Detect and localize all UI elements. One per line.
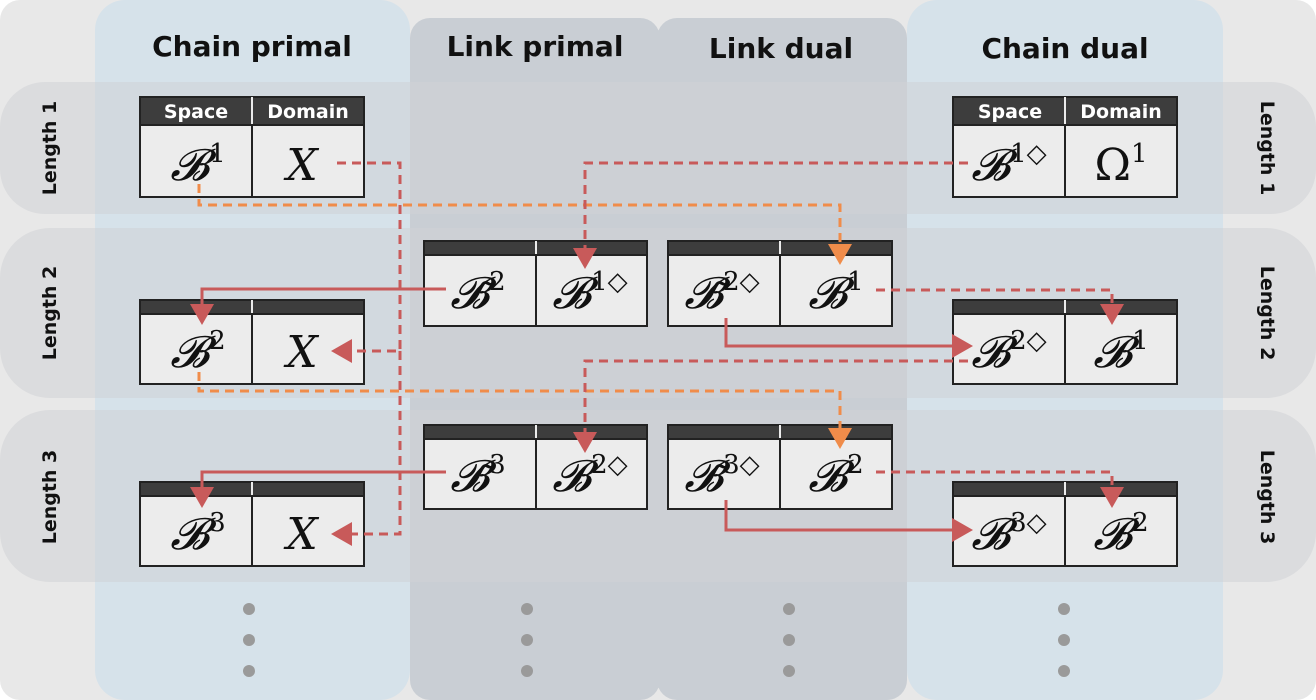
arrow-link-primal-to-b3 — [190, 470, 446, 508]
arrow-x-to-x-length-3 — [331, 351, 402, 546]
table-chain-primal-length-3: 𝓑3 X — [139, 481, 365, 567]
row-label-left-length-2: Length 2 — [39, 266, 61, 361]
header-domain: Domain — [267, 101, 348, 123]
cell-cp1-domain: X — [283, 140, 319, 191]
dot — [243, 634, 255, 646]
header-space: Space — [164, 101, 228, 123]
table-link-primal-length-3: 𝓑̃3 𝓑2◇ — [423, 424, 648, 510]
column-title-link-dual: Link dual — [709, 32, 853, 65]
table-link-primal-length-2: 𝓑̃2 𝓑1◇ — [423, 240, 648, 327]
dot — [521, 603, 533, 615]
continuation-dots — [243, 603, 1070, 677]
dot — [243, 665, 255, 677]
row-label-left-length-3: Length 3 — [39, 450, 61, 545]
dot — [783, 665, 795, 677]
table-link-dual-length-2: 𝓑̃2◇ 𝓑1 — [667, 240, 893, 327]
table-chain-dual-length-3: 𝓑3◇ 𝓑2 — [952, 481, 1178, 567]
cell-cd1-domain: Ω1 — [1094, 139, 1147, 191]
table-chain-primal-length-2: 𝓑2 X — [139, 299, 365, 385]
arrow-b2dual-to-link-primal-length-3 — [573, 359, 968, 453]
dot — [783, 634, 795, 646]
dot — [521, 665, 533, 677]
cell-cd2-space: 𝓑2◇ — [971, 326, 1046, 378]
header-domain: Domain — [1080, 101, 1161, 123]
arrow-b1-to-link-dual-length-2 — [197, 184, 852, 265]
dot — [783, 603, 795, 615]
arrow-link-dual-to-chain-dual-domain-length-3 — [876, 470, 1124, 508]
column-title-chain-primal: Chain primal — [152, 30, 352, 63]
cell-cp3-domain: X — [283, 509, 319, 560]
arrows — [190, 161, 1124, 546]
table-link-dual-length-3: 𝓑̃3◇ 𝓑2 — [667, 424, 893, 510]
dot — [1058, 665, 1070, 677]
arrow-link-dual-to-chain-dual-domain-length-2 — [876, 288, 1124, 325]
row-label-left-length-1: Length 1 — [39, 101, 61, 196]
arrow-link-primal-to-b2 — [190, 287, 446, 325]
dot — [521, 634, 533, 646]
cell-ld2-space: 𝓑̃2◇ — [684, 267, 759, 319]
table-chain-primal-length-1: Space Domain 𝓑1 X — [139, 96, 365, 198]
column-title-link-primal: Link primal — [447, 30, 624, 63]
arrow-b1dual-to-link-primal-length-2 — [573, 161, 968, 269]
cell-cp2-domain: X — [283, 327, 319, 378]
cell-lp3-domain: 𝓑2◇ — [552, 450, 627, 502]
cell-lp3-space: 𝓑̃3 — [450, 450, 505, 502]
cell-cd1-space: 𝓑1◇ — [971, 139, 1046, 191]
table-chain-dual-length-2: 𝓑2◇ 𝓑1 — [952, 299, 1178, 385]
dot — [1058, 634, 1070, 646]
arrow-link-dual-to-chain-dual-space-length-2 — [724, 318, 973, 358]
table-chain-dual-length-1: Space Domain 𝓑1◇ Ω1 — [952, 96, 1178, 198]
arrow-x-to-x-length-2 — [331, 161, 402, 363]
row-label-right-length-1: Length 1 — [1256, 101, 1278, 196]
row-label-right-length-3: Length 3 — [1256, 450, 1278, 545]
dot — [243, 603, 255, 615]
arrow-link-dual-to-chain-dual-space-length-3 — [724, 500, 973, 542]
dot — [1058, 603, 1070, 615]
header-space: Space — [978, 101, 1042, 123]
column-title-chain-dual: Chain dual — [981, 32, 1148, 65]
row-label-right-length-2: Length 2 — [1256, 266, 1278, 361]
